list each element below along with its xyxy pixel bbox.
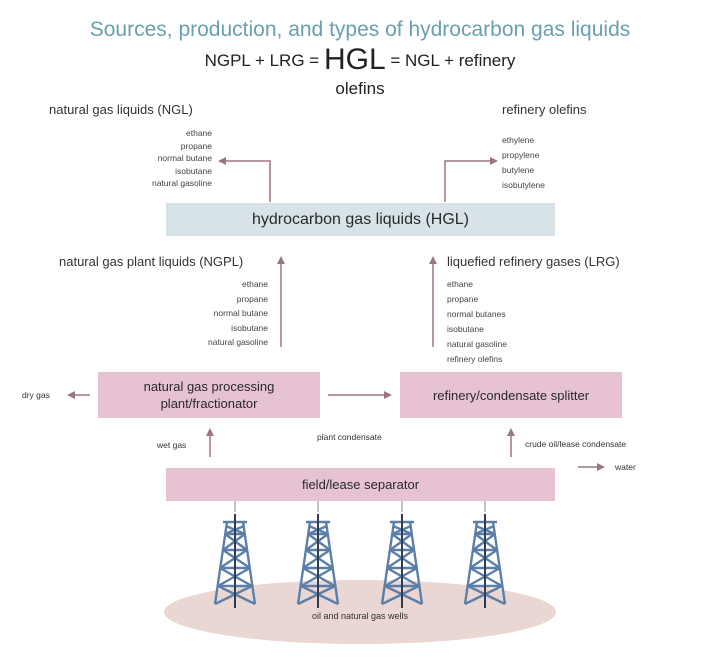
- ngl-list: ethane propane normal butane isobutane n…: [110, 127, 212, 190]
- wells-label: oil and natural gas wells: [311, 611, 409, 621]
- lrg-list: ethane propane normal butanes isobutane …: [447, 277, 507, 367]
- arrow-hgl-to-olefins: [444, 157, 498, 202]
- refinery-olefins-heading: refinery olefins: [502, 102, 587, 117]
- wet-gas-label: wet gas: [157, 440, 187, 450]
- ngpl-heading: natural gas plant liquids (NGPL): [59, 254, 244, 269]
- refinery-box-label: refinery/condensate splitter: [432, 387, 590, 403]
- ngl-heading: natural gas liquids (NGL): [49, 102, 193, 117]
- lrg-item: refinery olefins: [447, 354, 503, 364]
- processing-box-line1: natural gas processing: [143, 379, 275, 394]
- lrg-heading: liquefied refinery gases (LRG): [447, 254, 620, 269]
- ngpl-item: natural gasoline: [207, 337, 268, 347]
- refinery-splitter-box: refinery/condensate splitter: [400, 372, 622, 418]
- lrg-item: normal butanes: [447, 309, 506, 319]
- ground-ellipse: [164, 580, 556, 644]
- lrg-item: ethane: [447, 279, 473, 289]
- olefin-item: propylene: [502, 150, 540, 160]
- ngpl-list: ethane propane normal butane isobutane n…: [160, 277, 268, 350]
- olefin-item: butylene: [502, 165, 535, 175]
- dry-gas-label: dry gas: [22, 390, 50, 400]
- refinery-olefins-list: ethylene propylene butylene isobutylene: [502, 133, 545, 193]
- arrow-hgl-to-ngl: [218, 157, 271, 202]
- ngl-item: isobutane: [175, 165, 212, 176]
- ngpl-item: normal butane: [213, 308, 268, 318]
- ngpl-item: propane: [236, 293, 268, 304]
- ngl-item: ethane: [186, 128, 212, 138]
- separator-box-label: field/lease separator: [301, 477, 420, 492]
- olefin-item: isobutylene: [502, 180, 546, 190]
- plant-condensate-label: plant condensate: [317, 432, 382, 442]
- ngl-item: normal butane: [157, 153, 212, 163]
- processing-plant-box: natural gas processing plant/fractionato…: [98, 372, 320, 418]
- ngl-item: natural gasoline: [151, 178, 212, 188]
- processing-box-line2: plant/fractionator: [160, 396, 258, 411]
- ngl-item: propane: [180, 140, 212, 151]
- olefin-item: ethylene: [502, 135, 535, 145]
- hgl-box-label: hydrocarbon gas liquids (HGL): [252, 210, 469, 228]
- ngpl-item: isobutane: [231, 322, 268, 333]
- equation-right: = NGL + refinery: [390, 51, 516, 70]
- equation-left: NGPL + LRG =: [204, 51, 320, 70]
- equation-line2: olefins: [335, 79, 385, 98]
- well-connectors: [234, 501, 486, 512]
- diagram-title: Sources, production, and types of hydroc…: [89, 18, 631, 41]
- water-label: water: [615, 462, 636, 472]
- crude-oil-label: crude oil/lease condensate: [525, 439, 627, 449]
- field-separator-box: field/lease separator: [166, 468, 555, 501]
- equation: NGPL + LRG = HGL = NGL + refinery: [0, 43, 720, 76]
- ngpl-item: ethane: [242, 279, 268, 289]
- lrg-item: natural gasoline: [447, 339, 508, 349]
- hgl-box: hydrocarbon gas liquids (HGL): [166, 203, 555, 236]
- equation-center: HGL: [323, 43, 386, 76]
- lrg-item: propane: [447, 294, 479, 304]
- lrg-item: isobutane: [447, 324, 484, 334]
